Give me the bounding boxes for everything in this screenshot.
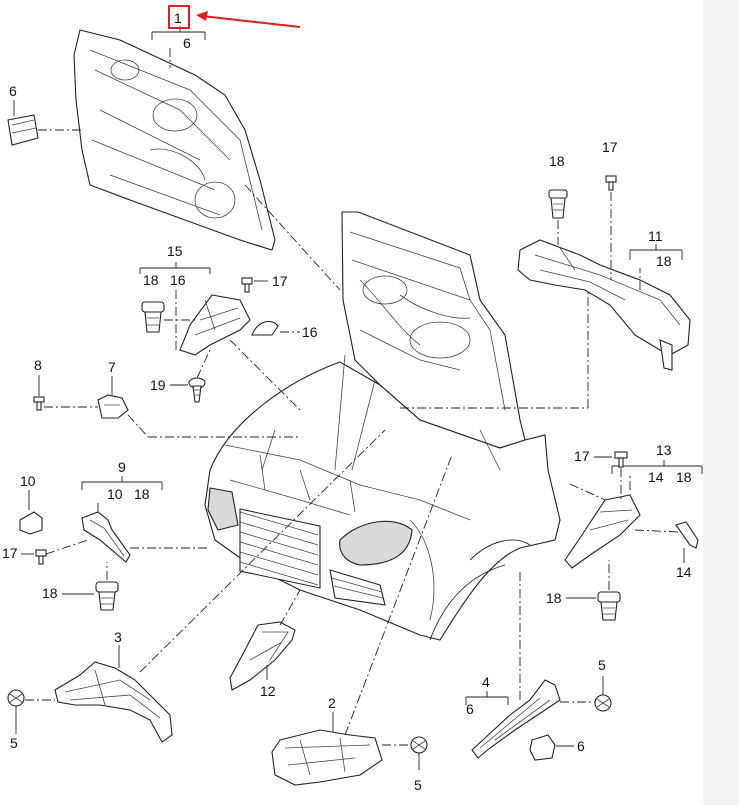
label-bracket-4-sub-6: 6: [466, 701, 474, 717]
clip-6-bottom: [529, 734, 574, 761]
label-guide-9-sub-10: 10: [107, 486, 123, 502]
cover-part-12: [229, 589, 301, 691]
fastener-18-right: [597, 560, 621, 621]
label-plug-5-left: 5: [10, 735, 18, 751]
vehicle-body: [204, 211, 561, 641]
clip-6-shape: [7, 114, 39, 146]
screw-19: [188, 349, 211, 403]
label-screw-19: 19: [150, 377, 166, 393]
label-fastener-18-right: 18: [546, 590, 562, 606]
label-screw-17-bracket: 17: [272, 273, 288, 289]
highlight-arrow: [201, 15, 301, 28]
fastener-18-bracket: [141, 301, 195, 333]
screw-17-bracket: [241, 277, 253, 293]
label-part-1: 1: [174, 10, 182, 26]
label-bracket-15-sub-18: 18: [143, 272, 159, 288]
label-screw-17-top: 17: [602, 139, 618, 155]
highlight-arrow-head: [196, 11, 208, 21]
label-cap-10: 10: [20, 473, 36, 489]
label-plug-5-center: 5: [414, 777, 422, 793]
panel-part-2: [271, 454, 453, 786]
label-bracket-15: 15: [167, 243, 183, 259]
label-plug-5-right: 5: [598, 657, 606, 673]
headlight-right: [339, 520, 413, 566]
air-duct-part-11: [517, 239, 691, 371]
bracket-15-shape: [179, 294, 251, 356]
guide-9: [81, 476, 210, 563]
label-fastener-18-left: 18: [42, 585, 58, 601]
right-margin-strip: [703, 0, 739, 805]
label-liner-3: 3: [114, 629, 122, 645]
label-clip-6: 6: [9, 83, 17, 99]
part-labels: 1 6 6 18 17 11 18 15 18 16 17 16 19 8 7 …: [2, 10, 692, 793]
duct-11-tab: [659, 339, 673, 371]
label-duct-11-sub-18: 18: [656, 253, 672, 269]
hood-liner-part-1: [73, 29, 276, 251]
plug-5-right: [594, 676, 612, 712]
label-guide-9-sub-18: 18: [134, 486, 150, 502]
label-bracket-4: 4: [482, 674, 490, 690]
clip-7: [97, 376, 300, 438]
label-fastener-18-top: 18: [549, 153, 565, 169]
label-guide-9: 9: [118, 459, 126, 475]
seal-14: [675, 521, 699, 549]
label-clip-6-bottom: 6: [577, 738, 585, 754]
label-bracket-15-sub-16: 16: [170, 272, 186, 288]
fastener-18-top: [548, 189, 568, 245]
fastener-18-left: [95, 562, 119, 611]
clip-6-top: [7, 100, 82, 146]
label-part-1-sub-6: 6: [183, 35, 191, 51]
label-cover-12: 12: [260, 683, 276, 699]
highlight-box: [168, 5, 190, 29]
label-screw-8: 8: [34, 357, 42, 373]
screw-8: [33, 375, 98, 411]
seal-16: [251, 320, 300, 336]
hood-liner-shape: [73, 29, 276, 251]
highlight-annotation: [168, 5, 301, 29]
screw-17-left: [35, 539, 89, 565]
plug-5-center: [410, 736, 428, 770]
label-duct-13-sub-18: 18: [676, 469, 692, 485]
label-screw-17-right: 17: [574, 448, 590, 464]
lower-grille-right: [329, 569, 386, 606]
label-panel-2: 2: [328, 695, 336, 711]
label-duct-13: 13: [656, 442, 672, 458]
air-duct-part-13: [564, 460, 703, 569]
label-seal-16: 16: [302, 324, 318, 340]
label-seal-14: 14: [676, 564, 692, 580]
label-duct-11: 11: [648, 228, 663, 244]
label-screw-17-left: 17: [2, 545, 18, 561]
screw-17-top: [605, 175, 617, 280]
label-duct-13-sub-14: 14: [648, 469, 664, 485]
bracket-part-4: [465, 570, 596, 759]
screw-17-right: [614, 451, 628, 500]
wheel-liner-part-3: [25, 429, 386, 743]
headlight-left: [207, 487, 239, 531]
label-clip-7: 7: [108, 359, 116, 375]
plug-5-left: [7, 689, 25, 707]
cap-10: [19, 490, 43, 535]
